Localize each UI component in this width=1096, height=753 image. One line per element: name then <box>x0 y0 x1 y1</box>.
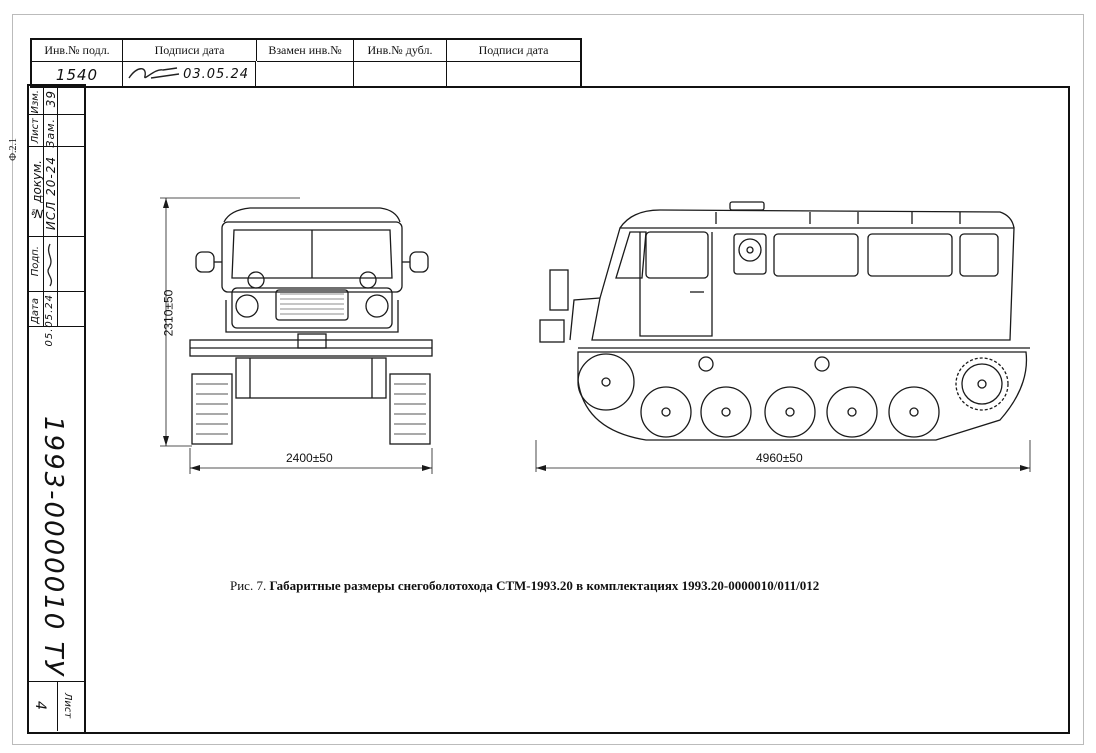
side-view-drawing <box>539 201 1030 441</box>
header-signature-date: Подписи дата <box>123 40 257 61</box>
header-dup-inv: Инв.№ дубл. <box>354 40 447 61</box>
header-inv-no: Инв.№ подл. <box>32 40 123 61</box>
signature-date-value: 03.05.24 <box>183 66 249 82</box>
figure-caption: Рис. 7. Габаритные размеры снегоболотохо… <box>230 578 819 594</box>
strip-signature-mark <box>47 243 53 287</box>
signature-mark <box>128 67 180 79</box>
caption-text: Габаритные размеры снегоболотохода СТМ-1… <box>269 578 820 593</box>
front-view-drawing <box>189 207 433 445</box>
front-height-dimension: 2310±50 <box>161 289 176 337</box>
header-replaced-inv: Взамен инв.№ <box>257 40 354 61</box>
drawing-frame <box>84 86 1070 734</box>
left-title-strip: Изм. Лист № докум. Подп. Дата 39 Зам. ИС… <box>27 84 86 734</box>
front-width-dimension: 2400±50 <box>286 451 333 465</box>
inv-no-value: 1540 <box>55 65 99 84</box>
sheet-outer-border <box>12 14 1084 745</box>
caption-prefix: Рис. 7. <box>230 578 267 593</box>
side-length-dimension: 4960±50 <box>756 451 803 465</box>
header-signature-date-2: Подписи дата <box>478 43 549 57</box>
